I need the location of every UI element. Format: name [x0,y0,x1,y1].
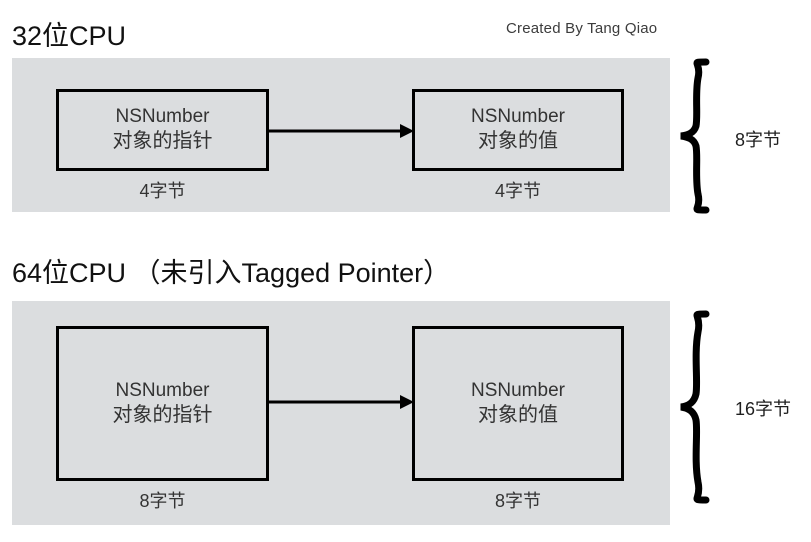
caption-pointer-size-32bit: 4字节 [139,181,186,201]
box-value-32bit: NSNumber 对象的值 [412,89,624,171]
box-label-class-name: NSNumber [115,106,210,128]
box-label-pointer: 对象的指针 [112,403,213,426]
box-value-64bit: NSNumber 对象的值 [412,326,624,481]
curly-brace-icon-64bit [680,310,710,504]
box-label-class-name: NSNumber [471,379,565,401]
credit-text: Created By Tang Qiao [506,20,658,37]
box-label-class-name: NSNumber [115,379,210,401]
box-label-value: 对象的值 [478,403,558,426]
box-label-value: 对象的值 [478,130,558,153]
box-pointer-32bit: NSNumber 对象的指针 [56,89,269,171]
box-label-class-name: NSNumber [471,106,565,128]
box-label-pointer: 对象的指针 [112,130,213,153]
total-size-label-32bit: 8字节 [735,130,782,150]
arrow-right-icon-64bit [266,395,414,409]
section-heading-64bit: 64位CPU （未引入Tagged Pointer） [12,258,451,288]
caption-pointer-size-64bit: 8字节 [139,491,186,511]
caption-value-size-32bit: 4字节 [494,181,541,201]
arrow-right-icon-32bit [266,124,414,138]
caption-value-size-64bit: 8字节 [494,491,541,511]
section-heading-32bit: 32位CPU [12,21,127,51]
total-size-label-64bit: 16字节 [735,399,792,419]
box-pointer-64bit: NSNumber 对象的指针 [56,326,269,481]
curly-brace-icon-32bit [680,58,710,214]
